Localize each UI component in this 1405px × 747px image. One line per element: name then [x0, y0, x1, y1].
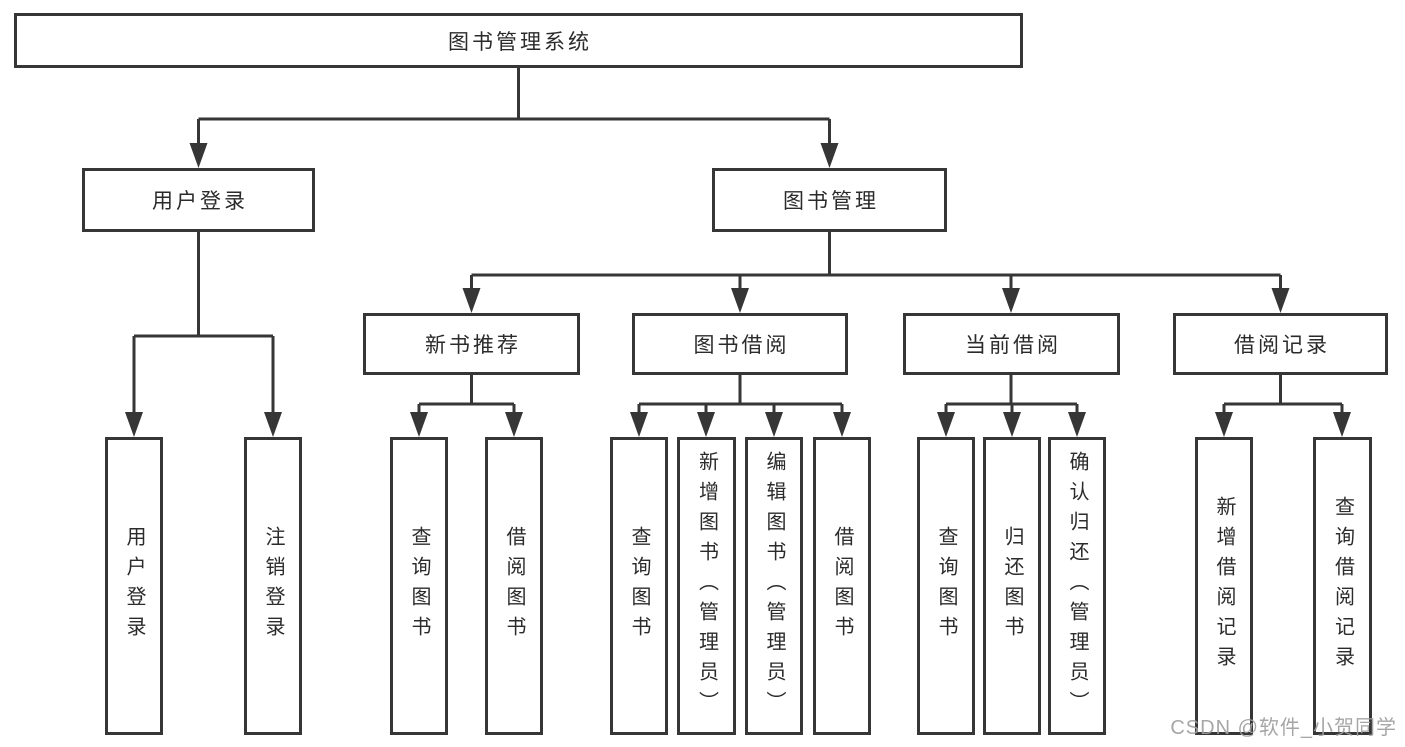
- arrowhead: [264, 412, 282, 437]
- arrowhead: [833, 412, 851, 437]
- connector-book-borrow: [637, 374, 844, 417]
- leaf-confirm-return-admin: 确认归还（管理员）: [1048, 437, 1106, 735]
- arrowhead: [630, 412, 648, 437]
- arrowhead: [125, 412, 143, 437]
- leaf-return-book: 归还图书: [983, 437, 1041, 735]
- arrowhead: [1068, 412, 1086, 437]
- leaf-user-login: 用户登录: [105, 437, 163, 735]
- leaf-edit-book-admin: 编辑图书（管理员）: [745, 437, 803, 735]
- arrowhead: [1215, 412, 1233, 437]
- arrowhead: [189, 143, 208, 168]
- node-book-borrowing: 图书借阅: [632, 313, 848, 375]
- leaf-query-book-current: 查询图书: [917, 437, 975, 735]
- leaf-logout: 注销登录: [244, 437, 302, 735]
- leaf-borrow-book-borrow: 借阅图书: [813, 437, 871, 735]
- connector-book-mgmt: [470, 232, 1282, 293]
- connector-current-borrow: [944, 374, 1079, 417]
- arrowhead: [697, 412, 715, 437]
- node-book-management: 图书管理: [712, 168, 947, 232]
- arrowhead: [1333, 412, 1351, 437]
- connector-user-login: [132, 232, 275, 417]
- arrowhead: [1003, 412, 1021, 437]
- arrowhead: [410, 412, 428, 437]
- connector-borrow-record: [1222, 374, 1344, 417]
- node-user-login: 用户登录: [82, 168, 315, 232]
- leaf-add-borrow-record: 新增借阅记录: [1195, 437, 1253, 735]
- leaf-query-book-new: 查询图书: [390, 437, 448, 735]
- arrowhead: [937, 412, 955, 437]
- node-library-management-system: 图书管理系统: [14, 13, 1023, 68]
- leaf-query-borrow-record: 查询借阅记录: [1313, 437, 1372, 735]
- node-current-borrowing: 当前借阅: [903, 313, 1120, 375]
- arrowhead: [765, 412, 783, 437]
- arrowhead: [731, 288, 749, 313]
- arrowhead: [505, 412, 523, 437]
- leaf-add-book-admin: 新增图书（管理员）: [677, 437, 736, 735]
- node-new-book-recommendation: 新书推荐: [363, 313, 580, 375]
- leaf-query-book-borrow: 查询图书: [610, 437, 668, 735]
- arrowhead: [1002, 288, 1020, 313]
- connector-new-book: [417, 374, 516, 417]
- leaf-borrow-book-new: 借阅图书: [485, 437, 543, 735]
- arrowhead: [462, 288, 481, 313]
- connector-root: [197, 68, 831, 148]
- arrowhead: [820, 143, 839, 168]
- node-borrowing-records: 借阅记录: [1173, 313, 1388, 375]
- arrowhead: [1271, 288, 1290, 313]
